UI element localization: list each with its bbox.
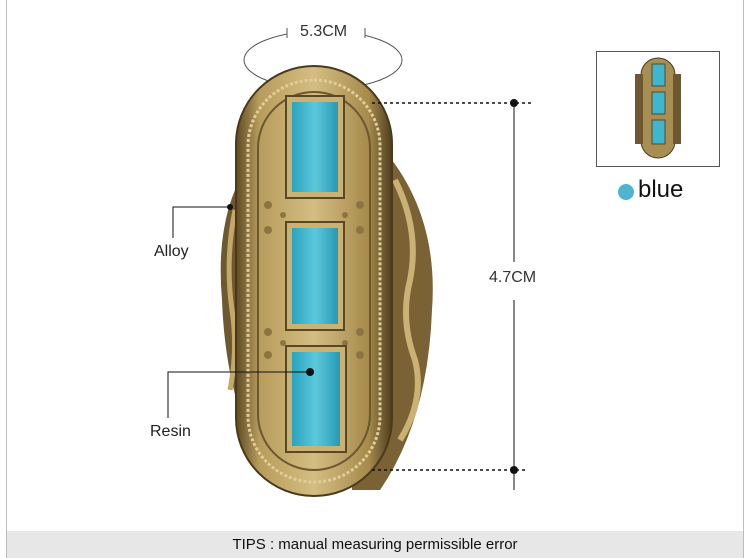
tips-bar: TIPS : manual measuring permissible erro…	[7, 531, 743, 558]
color-name: blue	[638, 176, 684, 203]
variant-thumbnail[interactable]	[596, 51, 720, 167]
height-measure	[372, 99, 532, 490]
thumbnail-ring-image	[635, 57, 681, 159]
height-dimension-label: 4.7CM	[489, 269, 537, 286]
tips-text: TIPS : manual measuring permissible erro…	[232, 536, 518, 553]
width-measure-ring	[243, 18, 403, 90]
alloy-label: Alloy	[154, 243, 189, 260]
resin-label: Resin	[150, 423, 191, 440]
color-swatch	[618, 184, 634, 200]
page-frame	[6, 0, 744, 558]
resin-callout	[167, 368, 314, 418]
resin-stones	[285, 95, 347, 453]
color-option[interactable]: blue	[618, 176, 683, 204]
width-dimension-label: 5.3CM	[300, 23, 348, 40]
alloy-callout	[172, 204, 233, 238]
